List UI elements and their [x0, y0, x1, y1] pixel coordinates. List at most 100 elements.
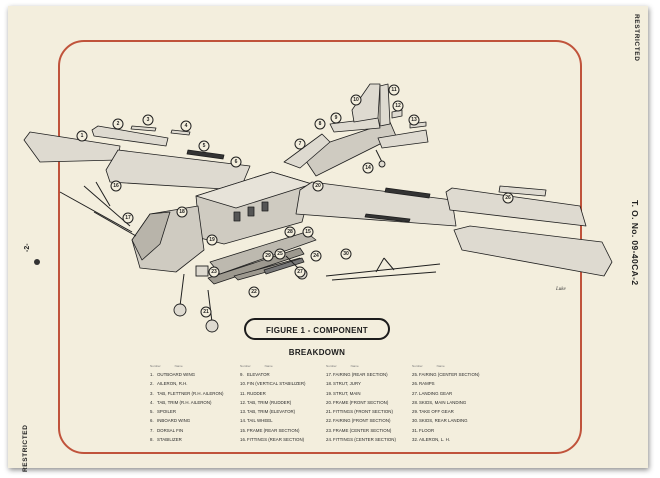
- legend-item-number: 19.: [326, 390, 333, 396]
- legend-item-name: FITTINGS (FRONT SECTION): [333, 409, 393, 415]
- nose-front: [131, 211, 171, 261]
- ramp-slats: [263, 257, 305, 275]
- ramp-panel: [453, 225, 613, 277]
- landing-gear-wheel: [173, 303, 187, 317]
- callout-3: 3: [142, 114, 154, 126]
- legend-item-name: FIN (VERTICAL STABILIZER): [247, 381, 306, 387]
- legend-item-name: TAB, TRIM (R.H. AILERON): [157, 399, 212, 405]
- svg-text:17: 17: [125, 215, 131, 221]
- svg-text:12: 12: [395, 103, 401, 109]
- tail-wheel: [378, 160, 386, 168]
- callout-19: 19: [206, 234, 218, 246]
- legend-item-name: LANDING GEAR: [419, 390, 453, 396]
- callout-7: 7: [294, 138, 306, 150]
- callout-15: 15: [302, 226, 314, 238]
- svg-text:22: 22: [251, 289, 257, 295]
- legend-item: 24.FITTINGS (CENTER SECTION): [326, 435, 426, 444]
- legend-item-number: 32.: [412, 437, 419, 443]
- legend-item: 22.FAIRING (FRONT SECTION): [326, 416, 426, 425]
- legend-item: 26.RAMPS: [412, 379, 512, 388]
- legend-item-number: 20.: [326, 399, 333, 405]
- legend-item-name: STRUT, JURY: [333, 381, 361, 387]
- legend-item-number: 4.: [150, 399, 154, 405]
- callout-9: 9: [330, 112, 342, 124]
- svg-text:4: 4: [185, 123, 188, 129]
- svg-text:30: 30: [343, 251, 349, 257]
- jury-strut: [59, 191, 133, 233]
- legend-item-number: 15.: [240, 427, 247, 433]
- legend-item-number: 16.: [240, 437, 247, 443]
- callout-12: 12: [392, 100, 404, 112]
- legend-item-number: 24.: [326, 437, 333, 443]
- elevator: [377, 129, 429, 149]
- svg-text:9: 9: [335, 115, 338, 121]
- legend-item: 3.TAB, FLETTNER (R.H. AILERON): [150, 389, 250, 398]
- callout-28: 28: [284, 226, 296, 238]
- legend-header-name: Name: [174, 364, 183, 368]
- legend-item-number: 26.: [412, 381, 419, 387]
- legend-item-number: 28.: [412, 399, 419, 405]
- jury-strut-2: [83, 185, 131, 227]
- callout-30: 30: [340, 248, 352, 260]
- landing-gear-leg: [179, 273, 185, 307]
- legend-item-name: FRAME (CENTER SECTION): [333, 427, 392, 433]
- callout-21: 21: [200, 306, 212, 318]
- legend-item-name: RUDDER: [247, 390, 266, 396]
- legend-item-name: FAIRING (FRONT SECTION): [333, 418, 391, 424]
- legend-item-name: AILERON, L. H.: [419, 437, 450, 443]
- svg-text:29: 29: [265, 253, 271, 259]
- svg-text:27: 27: [297, 269, 303, 275]
- legend-item: 8.STABILIZER: [150, 435, 250, 444]
- callout-18: 18: [176, 206, 188, 218]
- callout-1: 1: [76, 130, 88, 142]
- legend-item: 2.AILERON, R.H.: [150, 379, 250, 388]
- svg-text:28: 28: [287, 229, 293, 235]
- legend-item-name: ELEVATOR: [247, 372, 270, 377]
- legend-item-number: 17.: [326, 372, 333, 377]
- legend-item-number: 1.: [150, 372, 154, 377]
- svg-text:26: 26: [505, 195, 511, 201]
- legend-item-name: FRAME (FRONT SECTION): [333, 399, 389, 405]
- legend-item-name: SKIDS, MAIN LANDING: [419, 399, 467, 405]
- window-3: [261, 201, 269, 212]
- legend-header-name: Name: [264, 364, 273, 368]
- legend-item-number: 23.: [326, 427, 333, 433]
- legend-item: 12.TAB, TRIM (RUDDER): [240, 398, 340, 407]
- aileron-rh: [91, 125, 169, 147]
- legend-item-name: STABILIZER: [157, 437, 182, 443]
- dorsal-fin: [283, 133, 331, 169]
- svg-text:15: 15: [305, 229, 311, 235]
- spoiler: [186, 149, 225, 160]
- callout-17: 17: [122, 212, 134, 224]
- main-strut: [93, 211, 137, 237]
- spoiler-right: [384, 187, 431, 199]
- struts-right-1: [325, 263, 441, 277]
- legend-item-name: DORSAL FIN: [157, 427, 184, 433]
- callout-14: 14: [362, 162, 374, 174]
- page-hole-mark: [34, 259, 40, 265]
- tail-gear-strut: [375, 149, 383, 163]
- callout-8: 8: [314, 118, 326, 130]
- legend-item: 14.TAIL WHEEL: [240, 416, 340, 425]
- figure-title: FIGURE 1 - COMPONENT BREAKDOWN: [244, 318, 390, 357]
- legend-item-number: 12.: [240, 399, 247, 405]
- callout-10: 10: [350, 94, 362, 106]
- legend-item: 25.FAIRING (CENTER SECTION): [412, 370, 512, 379]
- legend-item-number: 18.: [326, 381, 333, 387]
- struts-right-2: [331, 271, 437, 281]
- legend-item-name: FITTINGS (REAR SECTION): [247, 437, 305, 443]
- svg-text:5: 5: [203, 143, 206, 149]
- svg-text:21: 21: [203, 309, 209, 315]
- legend-item-name: SPOILER: [157, 409, 177, 415]
- svg-text:23: 23: [211, 269, 217, 275]
- struts-right-3: [375, 257, 385, 273]
- legend-item-number: 27.: [412, 390, 419, 396]
- legend-item: 23.FRAME (CENTER SECTION): [326, 426, 426, 435]
- svg-text:10: 10: [353, 97, 359, 103]
